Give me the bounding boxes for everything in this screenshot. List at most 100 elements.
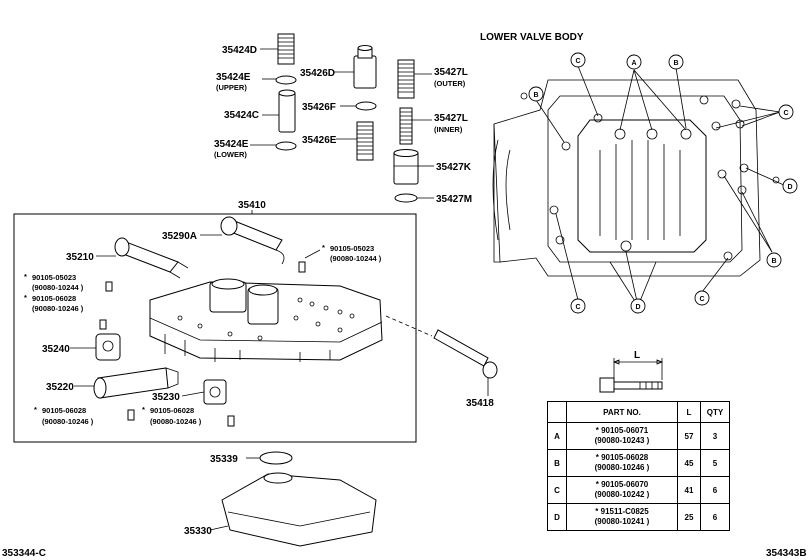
note-35427L-outer: (OUTER) <box>434 79 466 88</box>
label-35427L-inner: 35427L <box>434 113 468 124</box>
strainer-35330 <box>221 472 377 547</box>
svg-text:C: C <box>783 110 788 117</box>
row-key: C <box>547 476 567 504</box>
callout-b-top: B <box>668 54 684 70</box>
footer-left-code: 353344-C <box>2 548 46 559</box>
ring-35424E-lower <box>275 141 297 151</box>
callout-b-left: B <box>528 86 544 102</box>
callout-leaders <box>535 65 787 307</box>
row-qty: 6 <box>700 476 730 504</box>
callout-c-top: C <box>570 52 586 68</box>
note-35424E-upper: (UPPER) <box>216 83 247 92</box>
label-35339: 35339 <box>210 454 238 465</box>
row-part: * 90105-06028(90080-10246 ) <box>566 449 678 477</box>
ring-35424E-upper <box>275 75 297 85</box>
bolt-left1 <box>105 281 113 292</box>
table-header-l: L <box>677 401 701 423</box>
ring-35426F <box>355 101 377 111</box>
label-35426F: 35426F <box>302 102 336 113</box>
table-header-key <box>547 401 567 423</box>
callout-c-bottom-right: C <box>694 290 710 306</box>
label-35410: 35410 <box>238 200 266 211</box>
label-35220: 35220 <box>46 382 74 393</box>
svg-text:D: D <box>635 304 640 311</box>
piston-35427K <box>393 149 419 185</box>
note-35424E-lower: (LOWER) <box>214 150 247 159</box>
label-35240: 35240 <box>42 344 70 355</box>
table-row: A * 90105-06071(90080-10243 ) 57 3 <box>547 422 730 450</box>
svg-text:C: C <box>699 296 704 303</box>
bolt-bot1-part: 90105-06028 <box>42 406 86 415</box>
svg-text:D: D <box>787 184 792 191</box>
svg-text:A: A <box>631 60 636 67</box>
row-part: * 90105-06071(90080-10243 ) <box>566 422 678 450</box>
svg-text:C: C <box>575 304 580 311</box>
bolt-left1-part: 90105-05023 <box>32 273 76 282</box>
table-header-part: PART NO. <box>566 401 678 423</box>
solenoid-35220 <box>93 367 179 399</box>
label-35210: 35210 <box>66 252 94 263</box>
solenoid-35210 <box>114 237 189 279</box>
row-length: 57 <box>677 422 701 450</box>
sleeve-35426D <box>353 45 377 89</box>
spring-35426E <box>356 121 374 161</box>
label-35427K: 35427K <box>436 162 472 173</box>
row-length: 45 <box>677 449 701 477</box>
label-35427L-outer: 35427L <box>434 67 468 78</box>
row-part: * 91511-C0825(90080-10241 ) <box>566 503 678 531</box>
lower-valve-body-title: LOWER VALVE BODY <box>480 32 584 43</box>
svg-text:C: C <box>575 58 580 65</box>
star-bolt-bot1: * <box>34 405 37 414</box>
label-35427M: 35427M <box>436 194 472 205</box>
label-35418: 35418 <box>466 398 494 409</box>
solenoid-35230 <box>203 379 227 405</box>
label-35290A: 35290A <box>162 231 197 242</box>
table-row: B * 90105-06028(90080-10246 ) 45 5 <box>547 449 730 477</box>
row-key: D <box>547 503 567 531</box>
bolt-left2 <box>99 319 107 330</box>
bolt-left2-part: 90105-06028 <box>32 294 76 303</box>
solenoid-35240 <box>95 333 121 361</box>
bolt-top-part: 90105-05023 <box>330 244 374 253</box>
callout-b-right: B <box>766 252 782 268</box>
label-35230: 35230 <box>152 392 180 403</box>
label-35424C: 35424C <box>224 110 259 121</box>
callout-c-right: C <box>778 104 794 120</box>
gasket-35339 <box>259 451 293 465</box>
row-qty: 6 <box>700 503 730 531</box>
bolt-top-alt: (90080-10244 ) <box>330 254 382 263</box>
svg-text:B: B <box>533 92 538 99</box>
bolt-bot1 <box>127 409 135 421</box>
bolt-dimension-sketch <box>599 358 664 393</box>
row-qty: 3 <box>700 422 730 450</box>
row-length: 25 <box>677 503 701 531</box>
star-bolt-left2: * <box>24 293 27 302</box>
table-header-row: PART NO. L QTY <box>547 401 730 423</box>
bolt-bot2 <box>227 415 235 427</box>
note-35427L-inner: (INNER) <box>434 125 463 134</box>
spring-35424D <box>277 33 295 65</box>
callout-c-bottom: C <box>570 298 586 314</box>
bolt-bot2-part: 90105-06028 <box>150 406 194 415</box>
row-qty: 5 <box>700 449 730 477</box>
row-key: B <box>547 449 567 477</box>
table-header-qty: QTY <box>700 401 730 423</box>
callout-d-bottom: D <box>630 298 646 314</box>
table-row: C * 90105-06070(90080-10242 ) 41 6 <box>547 476 730 504</box>
label-35424E-lower: 35424E <box>214 139 249 150</box>
assembly-frame-35410 <box>13 213 417 443</box>
callout-d-right: D <box>782 178 798 194</box>
svg-text:B: B <box>771 258 776 265</box>
row-length: 41 <box>677 476 701 504</box>
ring-35427M <box>394 193 418 203</box>
plug-35424C <box>278 89 296 133</box>
label-35330: 35330 <box>184 526 212 537</box>
row-part: * 90105-06070(90080-10242 ) <box>566 476 678 504</box>
bolt-left1-alt: (90080-10244 ) <box>32 283 84 292</box>
lower-valve-body-drawing <box>492 79 780 277</box>
bolt-bot2-alt: (90080-10246 ) <box>150 417 202 426</box>
table-row: D * 91511-C0825(90080-10241 ) 25 6 <box>547 503 730 531</box>
star-bolt-top: * <box>322 243 325 252</box>
footer-right-code: 354343B <box>766 548 807 559</box>
